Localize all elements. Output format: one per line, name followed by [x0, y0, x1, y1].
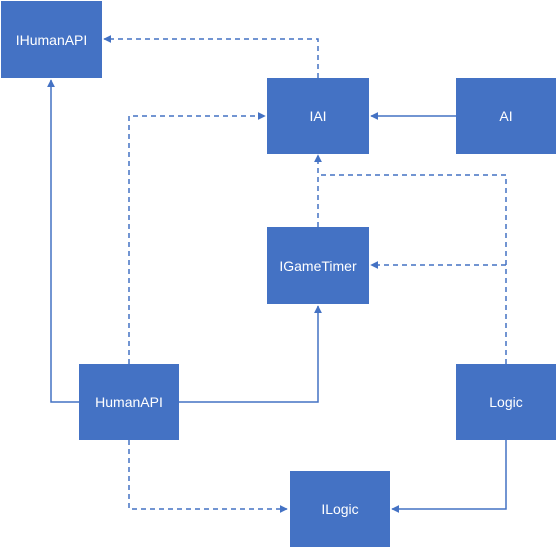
edge-humanapi-to-ilogic	[128, 440, 288, 513]
node-ilogic: ILogic	[290, 471, 390, 547]
node-humanapi: HumanAPI	[79, 364, 179, 440]
node-label: IAI	[309, 108, 327, 124]
node-igametimer: IGameTimer	[267, 227, 369, 304]
node-label: Logic	[489, 394, 523, 410]
node-label: IHumanAPI	[15, 31, 88, 48]
node-label: AI	[499, 108, 513, 124]
edge-humanapi-to-ihumanapi	[47, 79, 79, 403]
edge-humanapi-to-igametimer	[179, 305, 322, 403]
edge-humanapi-to-iai	[128, 112, 266, 364]
node-ai: AI	[456, 78, 556, 154]
node-label: ILogic	[321, 501, 359, 517]
edge-logic-to-ilogic	[391, 440, 507, 513]
edge-iai-to-ihumanapi	[103, 35, 319, 78]
edge-logic-to-iai	[318, 174, 507, 364]
node-ihumanapi: IHumanAPI	[1, 1, 102, 78]
node-label: HumanAPI	[95, 394, 163, 410]
node-logic: Logic	[456, 364, 556, 440]
node-label: IGameTimer	[279, 257, 357, 274]
node-iai: IAI	[267, 78, 369, 154]
